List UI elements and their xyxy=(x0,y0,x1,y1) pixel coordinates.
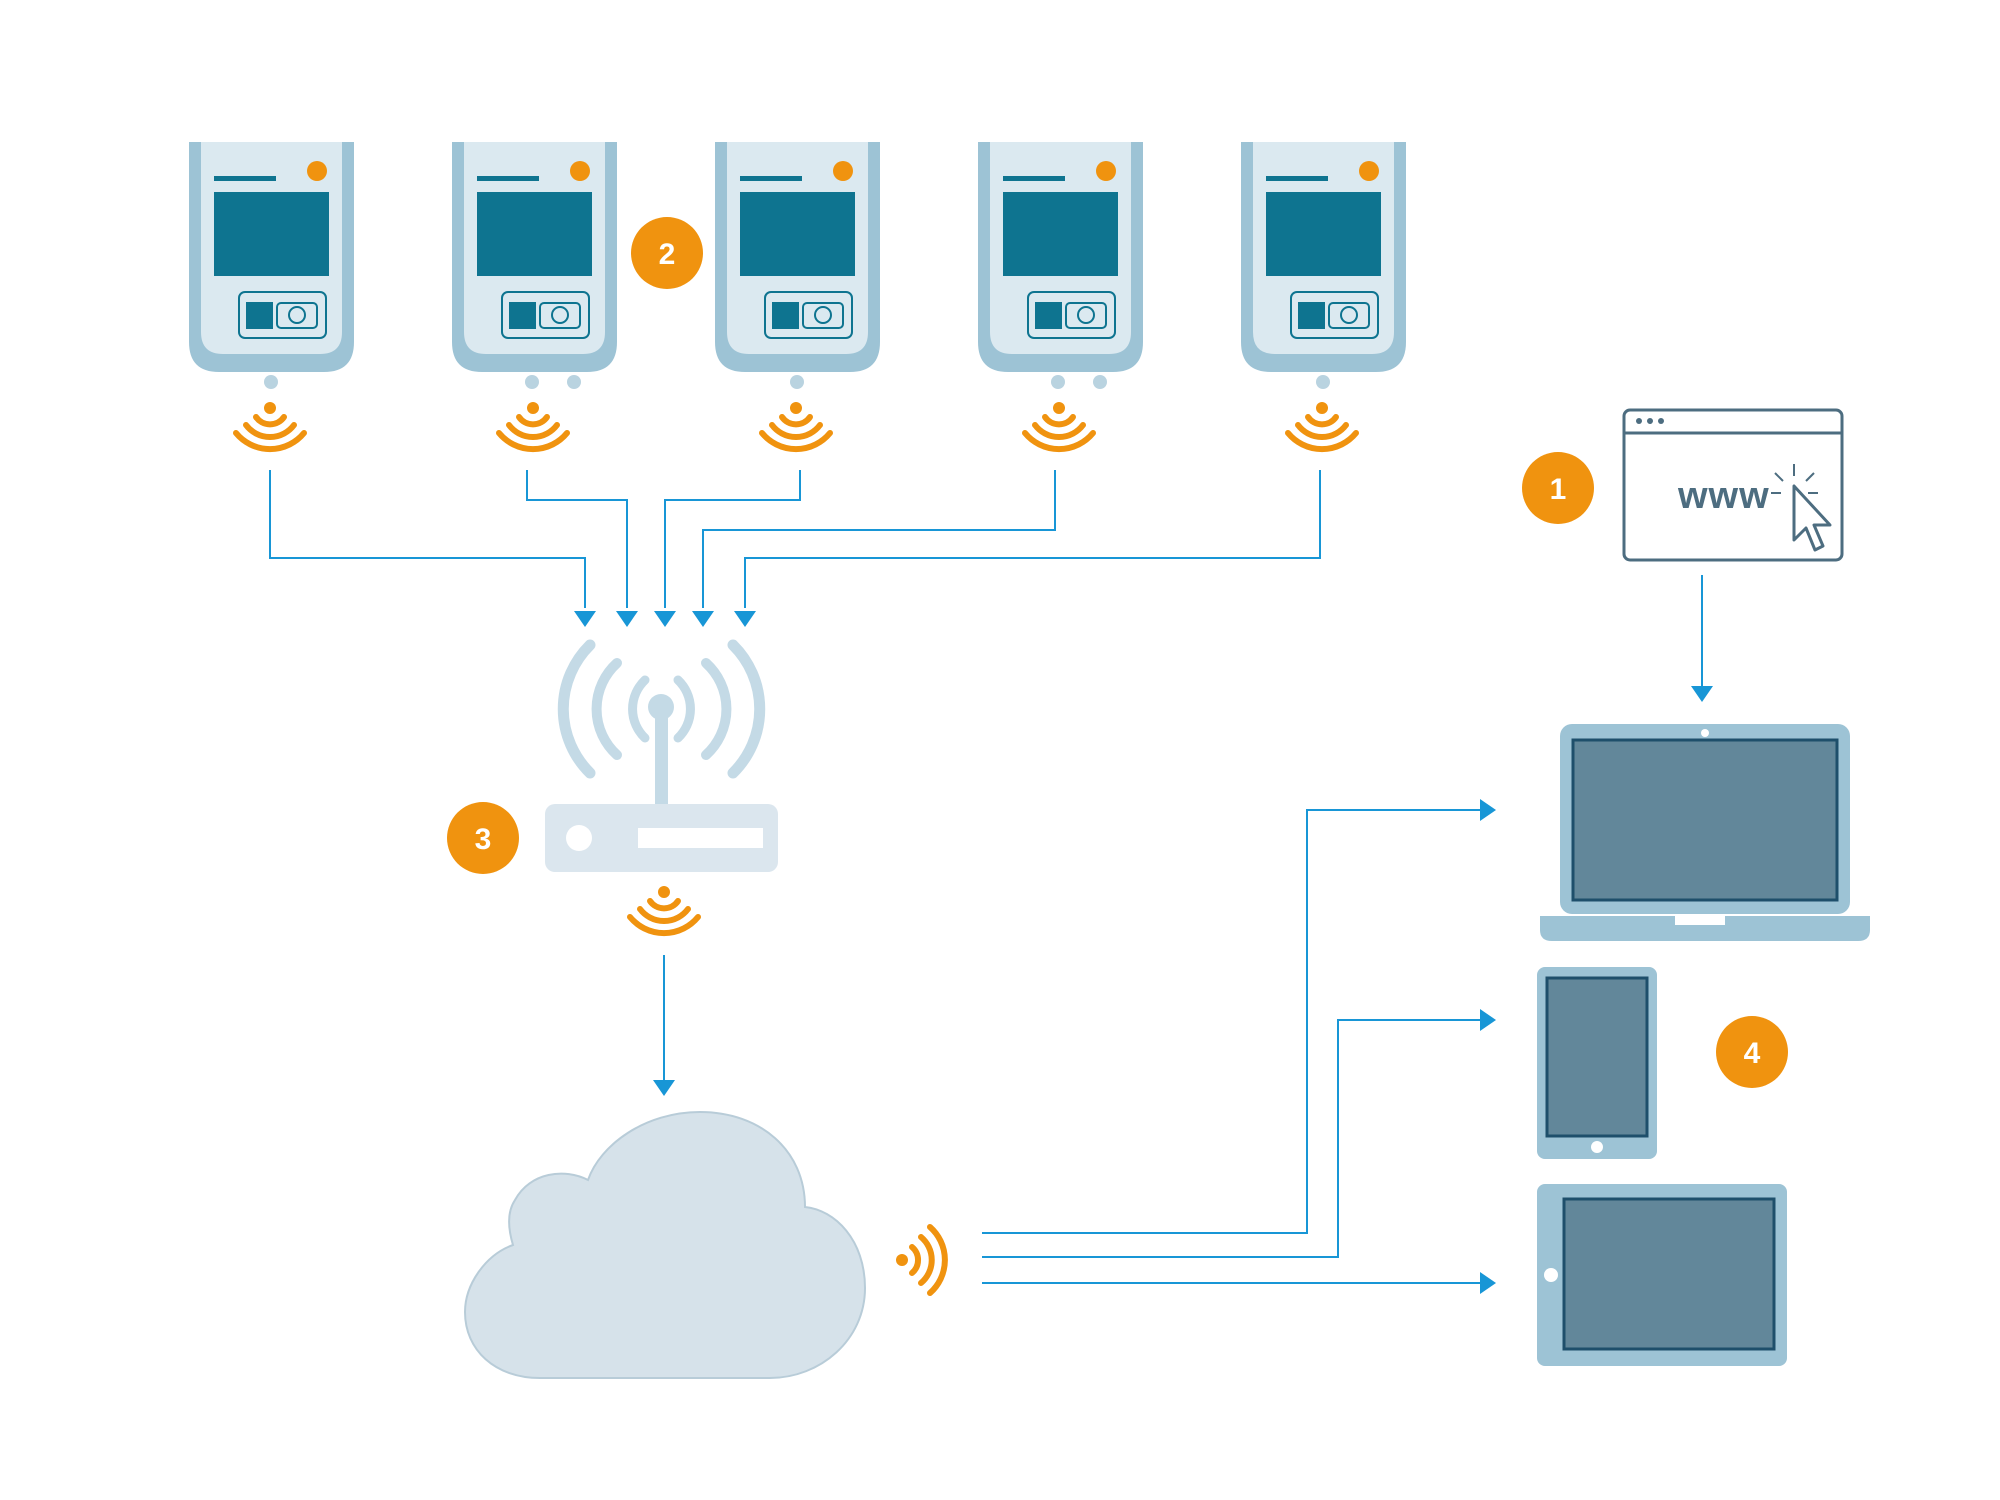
badge-2: 2 xyxy=(631,217,703,289)
badge-1-label: 1 xyxy=(1550,473,1567,506)
laptop-icon xyxy=(1540,724,1870,941)
cloud-to-devices-arrowheads xyxy=(1480,799,1496,1294)
mouse-cursor-icon xyxy=(1771,464,1832,552)
data-logger-3 xyxy=(714,141,881,389)
browser-window-icon: www xyxy=(1622,408,1844,562)
data-logger-4 xyxy=(977,141,1144,389)
wifi-signal-icon xyxy=(499,402,567,449)
tablet-icon xyxy=(1537,1184,1787,1366)
logger-arrowheads xyxy=(574,611,756,627)
browser-to-laptop-arrowhead xyxy=(1691,686,1713,702)
data-logger-1 xyxy=(188,141,355,389)
badge-2-label: 2 xyxy=(659,238,676,271)
wifi-signal-icon xyxy=(630,886,698,933)
badge-1: 1 xyxy=(1522,452,1594,524)
browser-url-text: www xyxy=(1677,475,1770,517)
antenna-icon xyxy=(557,639,766,779)
data-logger-2 xyxy=(451,141,618,389)
wifi-signal-icon xyxy=(1025,402,1093,449)
badge-4: 4 xyxy=(1716,1016,1788,1088)
logger-connector-lines xyxy=(269,470,1321,608)
badge-3-label: 3 xyxy=(475,823,492,856)
wifi-signal-icon xyxy=(1288,402,1356,449)
router-to-cloud-arrowhead xyxy=(653,1080,675,1096)
badge-4-label: 4 xyxy=(1744,1037,1761,1070)
router-icon xyxy=(545,804,778,872)
wifi-signal-icon xyxy=(762,402,830,449)
badge-3: 3 xyxy=(447,802,519,874)
data-logger-5 xyxy=(1240,141,1407,389)
smartphone-icon xyxy=(1537,967,1657,1159)
cloud-icon xyxy=(463,1110,867,1379)
cloud-wifi-signal-icon xyxy=(896,1224,948,1296)
cloud-to-devices-lines xyxy=(982,809,1480,1284)
wifi-signal-icon xyxy=(236,402,304,449)
